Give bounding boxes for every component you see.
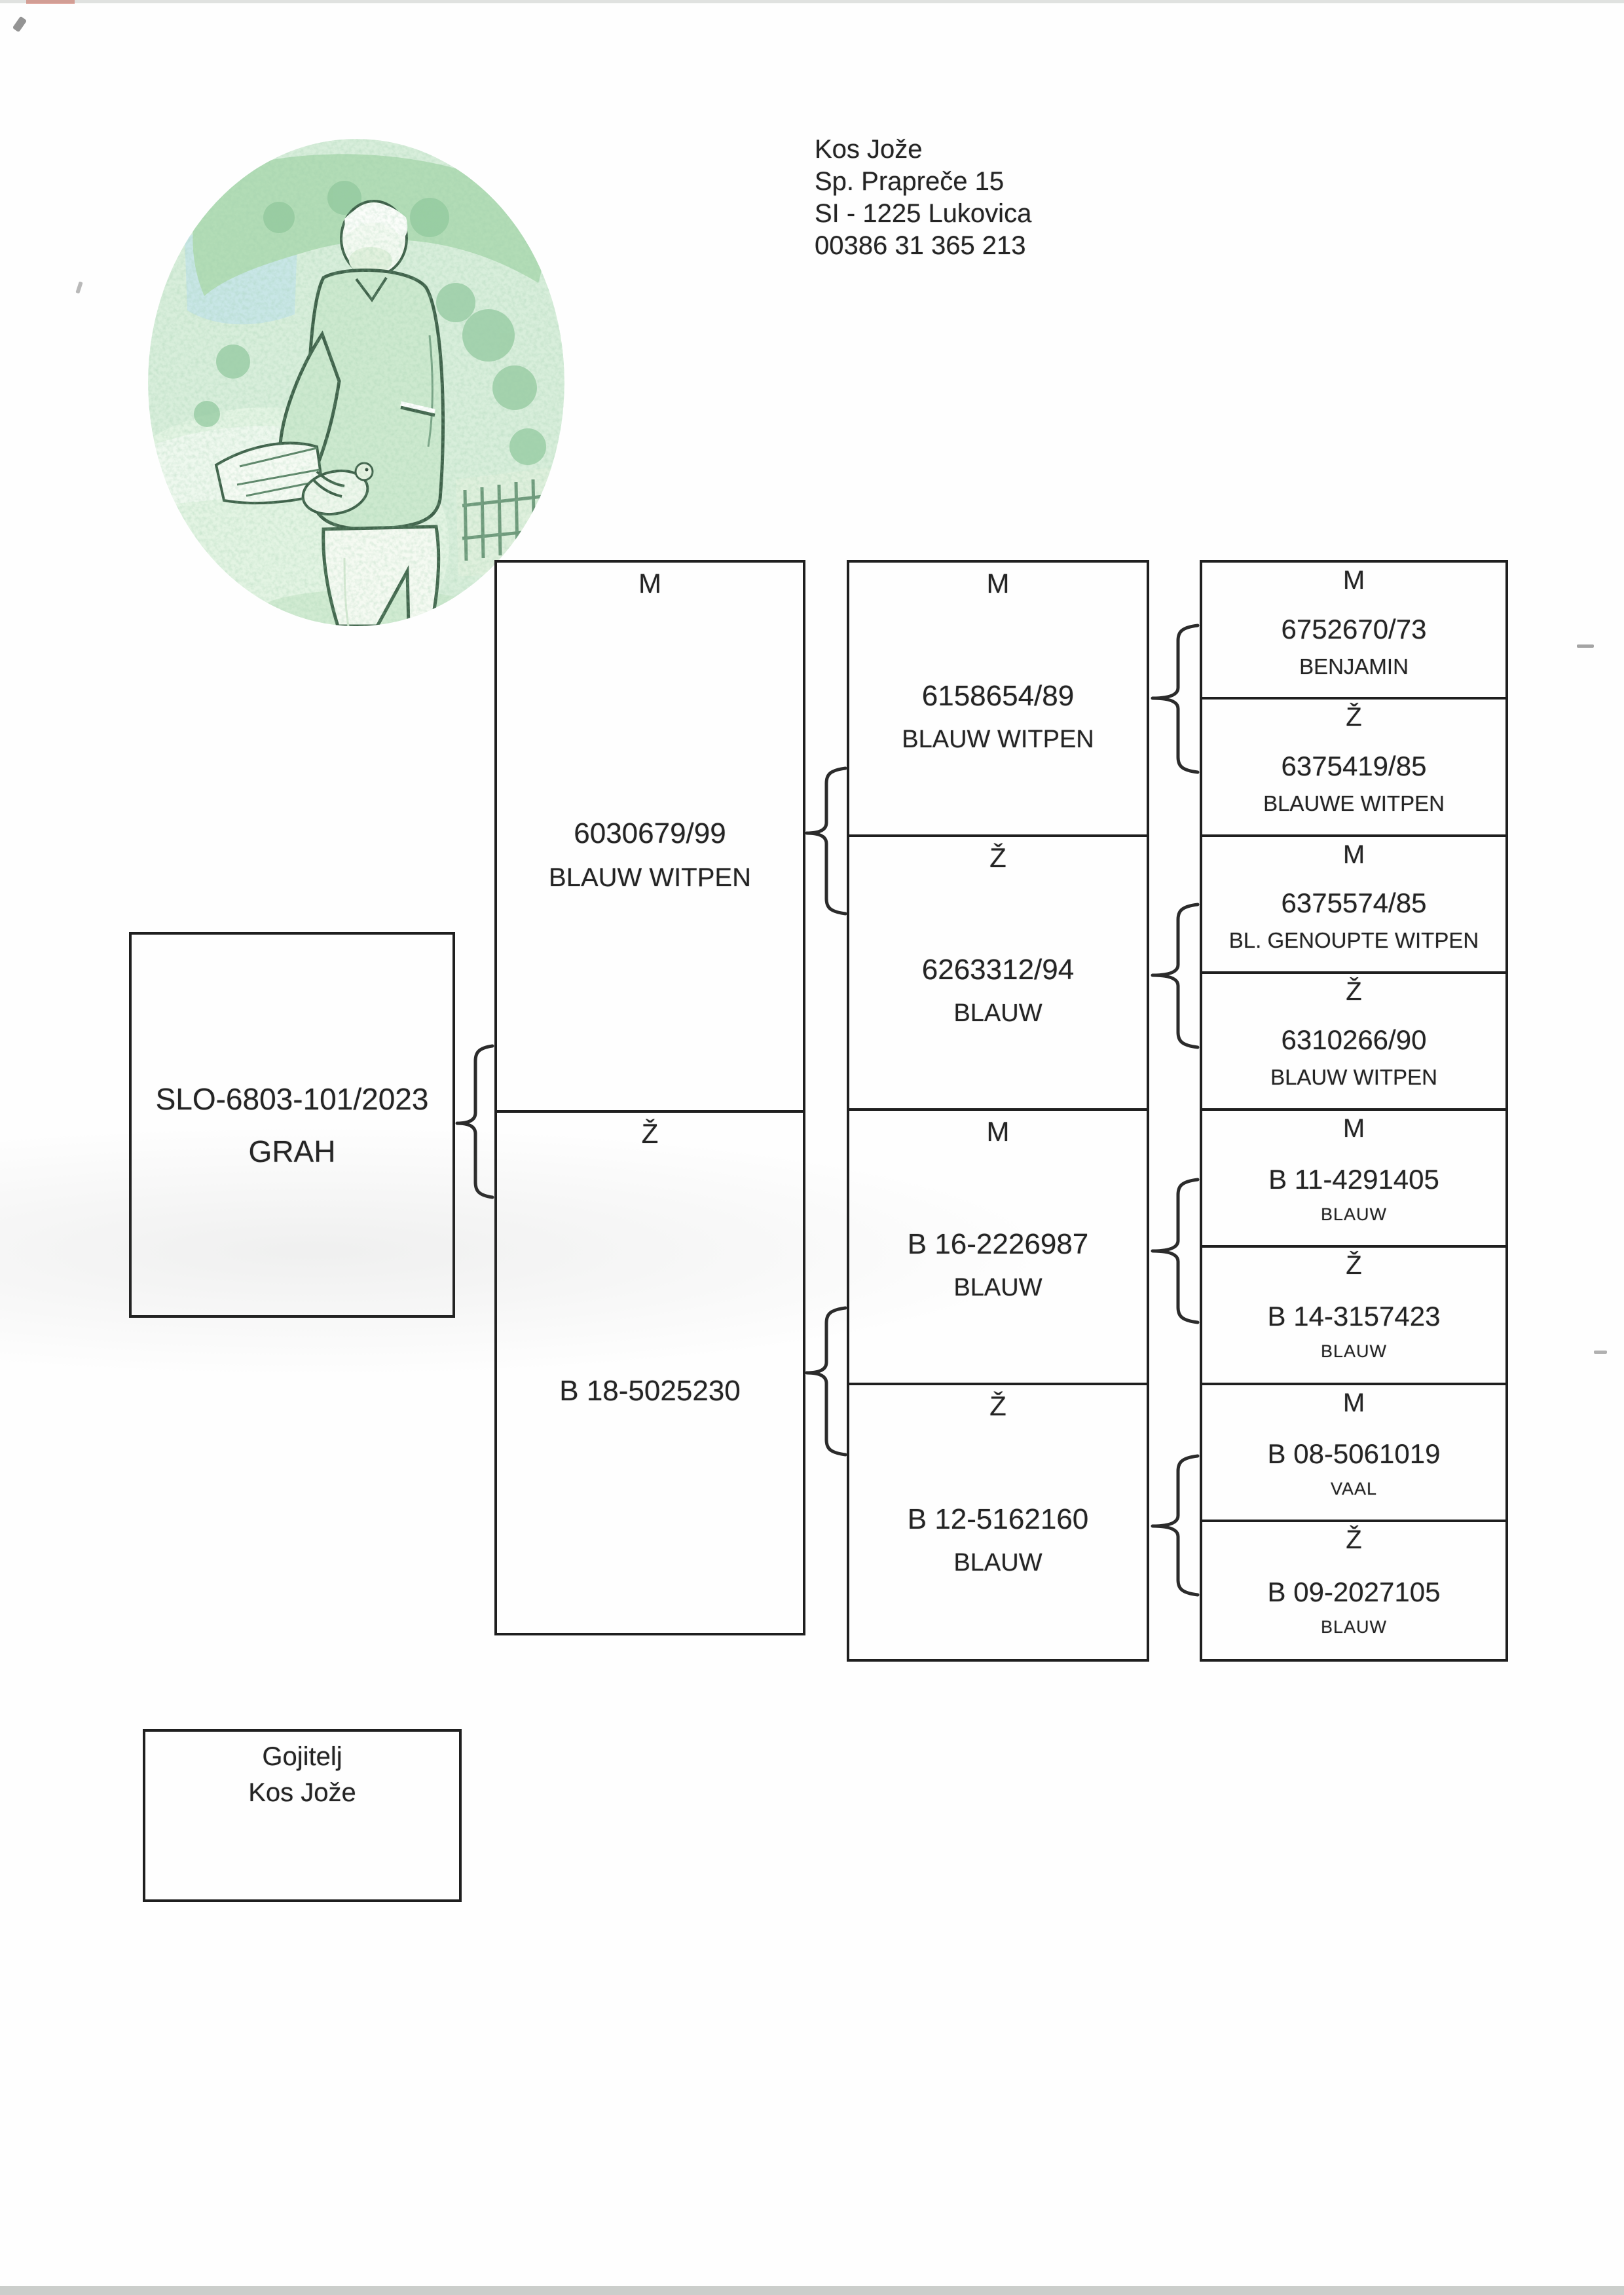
brace-sire-grandparents [805,766,847,916]
ring-number: B 11-4291405 [1268,1164,1439,1195]
owner-phone: 00386 31 365 213 [815,231,1026,260]
gen3-cell-7: M B 08-5061019 VAAL [1202,1385,1505,1522]
sex-label: Ž [1346,1525,1362,1554]
gen3-box: M 6752670/73 BENJAMIN Ž 6375419/85 BLAUW… [1200,560,1508,1662]
sex-label: Ž [989,842,1006,873]
sex-label: M [1342,840,1365,869]
scan-top-edge [0,0,1624,3]
sex-label: Ž [1346,703,1362,732]
sex-label: Ž [641,1118,659,1149]
sex-label: M [986,568,1010,599]
ring-number: 6752670/73 [1281,613,1427,644]
gen3-cell-1: M 6752670/73 BENJAMIN [1202,563,1505,700]
owner-city: SI - 1225 Lukovica [815,199,1032,228]
brace-dam-grandparents [805,1306,847,1457]
pigeon-name: BENJAMIN [1299,654,1409,679]
color-name: BL. GENOUPTE WITPEN [1228,928,1479,953]
color-name: BLAUW [1320,1204,1388,1225]
subject-name: GRAH [248,1134,336,1168]
brace-gg1 [1151,624,1200,774]
ring-number: B 16-2226987 [907,1227,1089,1260]
breeder-name: Kos Jože [248,1778,356,1807]
breeder-photo [148,139,564,626]
owner-contact-block: Kos Jože Sp. Prapreče 15 SI - 1225 Lukov… [815,134,1031,262]
color-name: BLAUW [953,1273,1043,1301]
owner-street: Sp. Prapreče 15 [815,167,1005,196]
ring-number: 6030679/99 [574,817,726,849]
scan-speck [12,16,28,33]
scan-bottom-edge [0,2286,1624,2295]
sex-label: M [986,1116,1010,1147]
gen2-box: M 6158654/89 BLAUW WITPEN Ž 6263312/94 B… [847,560,1149,1662]
gen2-cell-3: M B 16-2226987 BLAUW [849,1111,1147,1385]
sex-label: M [1342,1114,1365,1143]
gen3-cell-5: M B 11-4291405 BLAUW [1202,1111,1505,1248]
ring-number: B 12-5162160 [907,1503,1089,1536]
color-name: BLAUW WITPEN [549,863,751,892]
brace-gg2 [1151,903,1200,1049]
scan-edge-dash [1594,1351,1607,1354]
gen3-cell-6: Ž B 14-3157423 BLAUW [1202,1248,1505,1385]
sex-label: M [638,568,661,599]
breeder-photo-illustration [148,139,564,626]
gen2-cell-4: Ž B 12-5162160 BLAUW [849,1385,1147,1660]
gen2-cell-1: M 6158654/89 BLAUW WITPEN [849,563,1147,837]
sex-label: Ž [1346,1251,1362,1280]
color-name: BLAUW WITPEN [902,725,1094,753]
breeder-label: Gojitelj [262,1742,342,1771]
ring-number: B 18-5025230 [559,1375,741,1407]
ring-number: B 08-5061019 [1267,1438,1441,1469]
scan-red-mark [26,0,75,4]
sex-label: M [1342,1388,1365,1417]
gen2-cell-2: Ž 6263312/94 BLAUW [849,837,1147,1111]
breeder-box: Gojitelj Kos Jože [143,1729,462,1902]
ring-number: 6263312/94 [921,954,1075,986]
gen3-cell-4: Ž 6310266/90 BLAUW WITPEN [1202,974,1505,1111]
ring-number: 6310266/90 [1281,1024,1427,1056]
brace-subject-parents [455,1044,494,1199]
brace-gg3 [1151,1178,1200,1324]
gen3-cell-3: M 6375574/85 BL. GENOUPTE WITPEN [1202,837,1505,974]
gen3-cell-8: Ž B 09-2027105 BLAUW [1202,1522,1505,1659]
sex-label: Ž [989,1390,1006,1421]
sex-label: M [1342,566,1365,595]
color-name: BLAUW [953,999,1043,1028]
color-name: BLAUWE WITPEN [1263,791,1445,815]
ring-number: 6158654/89 [921,679,1075,712]
gen1-dam-cell: Ž B 18-5025230 [497,1113,803,1633]
gen1-sire-cell: M 6030679/99 BLAUW WITPEN [497,563,803,1113]
owner-name: Kos Jože [815,135,923,164]
subject-ring: SLO-6803-101/2023 [155,1081,429,1116]
subject-box: SLO-6803-101/2023 GRAH [129,932,455,1318]
gen3-cell-2: Ž 6375419/85 BLAUWE WITPEN [1202,700,1505,837]
gen1-box: M 6030679/99 BLAUW WITPEN Ž B 18-5025230 [494,560,805,1635]
sex-label: Ž [1346,977,1362,1006]
color-name: BLAUW WITPEN [1270,1065,1437,1090]
ring-number: B 14-3157423 [1267,1301,1441,1332]
ring-number: 6375574/85 [1281,887,1427,919]
color-name: BLAUW [953,1549,1043,1577]
ring-number: B 09-2027105 [1267,1576,1441,1607]
color-name: BLAUW [1320,1341,1388,1362]
color-name: BLAUW [1320,1616,1388,1637]
ring-number: 6375419/85 [1281,750,1427,781]
color-name: VAAL [1330,1478,1378,1499]
scan-speck [75,281,83,294]
scan-edge-dash [1577,644,1594,648]
brace-gg4 [1151,1454,1200,1597]
